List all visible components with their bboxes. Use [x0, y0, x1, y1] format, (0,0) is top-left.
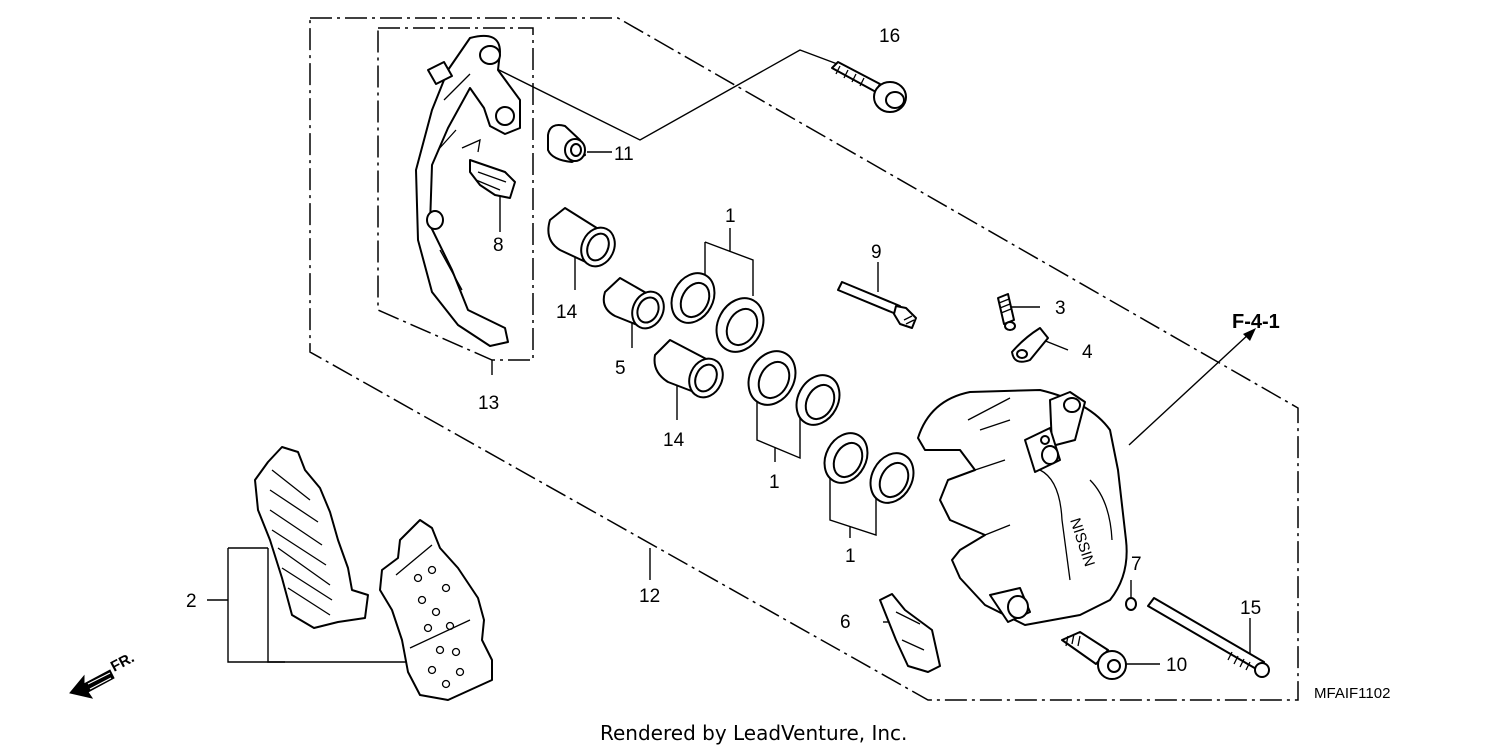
brake-pad-front: [379, 519, 493, 701]
f-4-1-arrowhead: [1243, 328, 1256, 341]
callout-11: 11: [614, 144, 634, 165]
direction-label: FR.: [108, 649, 137, 675]
callout-5: 5: [615, 358, 626, 379]
reference-f-4-1: F-4-1: [1232, 311, 1280, 333]
leader-lines: [207, 49, 1251, 665]
callout-14-lower: 14: [663, 430, 685, 451]
callout-1-upper: 1: [725, 206, 736, 227]
callout-12: 12: [639, 586, 660, 607]
piston-14-lower: [653, 339, 724, 399]
callout-16: 16: [879, 26, 900, 47]
front-direction-arrow-icon: [69, 669, 115, 699]
bleed-screw-3: [997, 293, 1016, 331]
pad-retainer-6: [879, 593, 941, 673]
callout-10: 10: [1166, 655, 1187, 676]
callout-1-lower: 1: [845, 546, 856, 567]
callout-9: 9: [871, 242, 882, 263]
pad-spring-clip: [469, 159, 516, 199]
bolt-10: [1061, 631, 1127, 680]
callout-3: 3: [1055, 298, 1066, 319]
washer-7: [1125, 597, 1137, 611]
callout-8: 8: [493, 235, 504, 256]
bleed-cap-4: [1011, 327, 1049, 363]
brake-pad-rear: [254, 446, 369, 629]
diagram-code: MFAIF1102: [1314, 685, 1390, 702]
piston-14-upper: [547, 207, 616, 268]
caliper-bracket: [415, 34, 521, 347]
callout-14-upper: 14: [556, 302, 578, 323]
callout-1-middle: 1: [769, 472, 780, 493]
callout-6: 6: [840, 612, 851, 633]
caliper-body: NISSIN: [917, 389, 1128, 626]
pin-15: [1147, 597, 1270, 678]
callout-13: 13: [478, 393, 499, 414]
piston-5: [602, 277, 665, 330]
callout-2: 2: [186, 591, 197, 612]
bolt-16: [831, 61, 907, 113]
callout-4: 4: [1082, 342, 1093, 363]
credit-line: Rendered by LeadVenture, Inc.: [600, 721, 907, 745]
callout-labels: 16 11 8 13 14 5 14 1 1 1 9 3 4 F-4-1 7 1…: [186, 26, 1390, 745]
piston-seals: [670, 272, 915, 504]
callout-7: 7: [1131, 554, 1142, 575]
callout-15: 15: [1240, 598, 1261, 619]
pad-pin-9: [837, 281, 917, 329]
boot-11: [547, 124, 586, 163]
